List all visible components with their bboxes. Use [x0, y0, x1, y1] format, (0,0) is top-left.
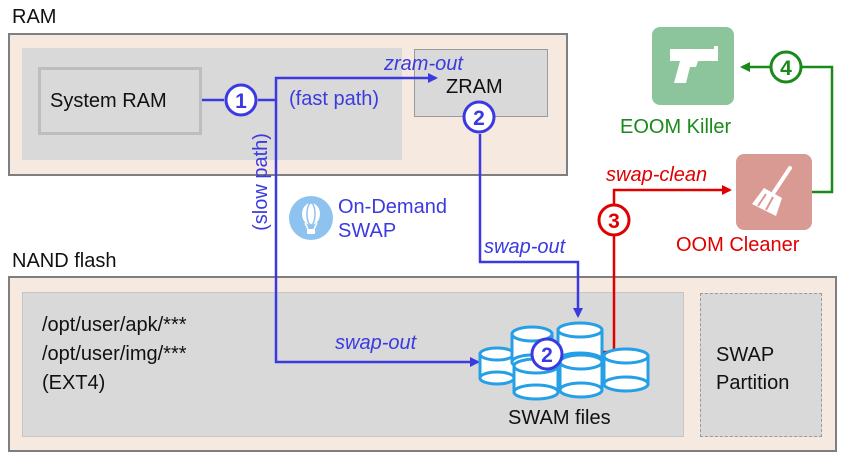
swap-out-zram-label: swap-out [484, 236, 566, 258]
step-2-zram-circle [462, 100, 496, 134]
step-2-files-circle [530, 337, 564, 371]
swap-partition-label-1: SWAP [716, 344, 775, 366]
fast-path-arrow [258, 73, 438, 102]
swam-files-label: SWAM files [508, 407, 611, 429]
slow-path-label: (slow path) [250, 133, 272, 231]
swap-clean-label: swap-clean [606, 164, 708, 186]
cylinder [602, 347, 650, 393]
step-4-circle [769, 50, 803, 84]
zram-out-label: zram-out [384, 53, 463, 75]
eoom-trigger-arrow [740, 62, 834, 194]
eoom-killer-label: EOOM Killer [620, 116, 732, 138]
ram-region-label: RAM [12, 6, 57, 28]
step-3-circle [597, 203, 631, 237]
swap-partition-label-2: Partition [716, 372, 790, 394]
slow-path-arrow [274, 100, 480, 367]
swap-partition-box [700, 293, 822, 437]
file-path-apk: /opt/user/apk/*** [42, 314, 187, 336]
zram-swap-out-arrow [478, 134, 583, 318]
swap-out-files-label: swap-out [335, 332, 417, 354]
cylinder [558, 353, 604, 399]
oom-cleaner-label: OOM Cleaner [676, 234, 800, 256]
cylinder [478, 346, 516, 386]
fast-path-label: (fast path) [289, 88, 380, 110]
step-2-files-number: 2 [541, 344, 553, 367]
step-2-zram-number: 2 [473, 107, 485, 130]
step-1-circle [224, 83, 258, 117]
step-4-number: 4 [780, 57, 792, 80]
balloon-icon [288, 195, 334, 241]
file-path-img: /opt/user/img/*** [42, 343, 187, 365]
swam-files-cylinders [478, 321, 650, 401]
step-3-number: 3 [608, 210, 620, 233]
system-ram-label: System RAM [50, 90, 167, 112]
file-system-type: (EXT4) [42, 372, 106, 394]
pistol-icon [652, 27, 734, 105]
step-1-number: 1 [235, 90, 247, 113]
broom-icon [736, 154, 812, 230]
on-demand-swap-label-2: SWAP [338, 220, 397, 242]
on-demand-swap-label-1: On-Demand [338, 196, 447, 218]
system-ram-box [38, 67, 202, 135]
nand-flash-region-label: NAND flash [12, 250, 117, 272]
zram-label: ZRAM [446, 76, 503, 98]
